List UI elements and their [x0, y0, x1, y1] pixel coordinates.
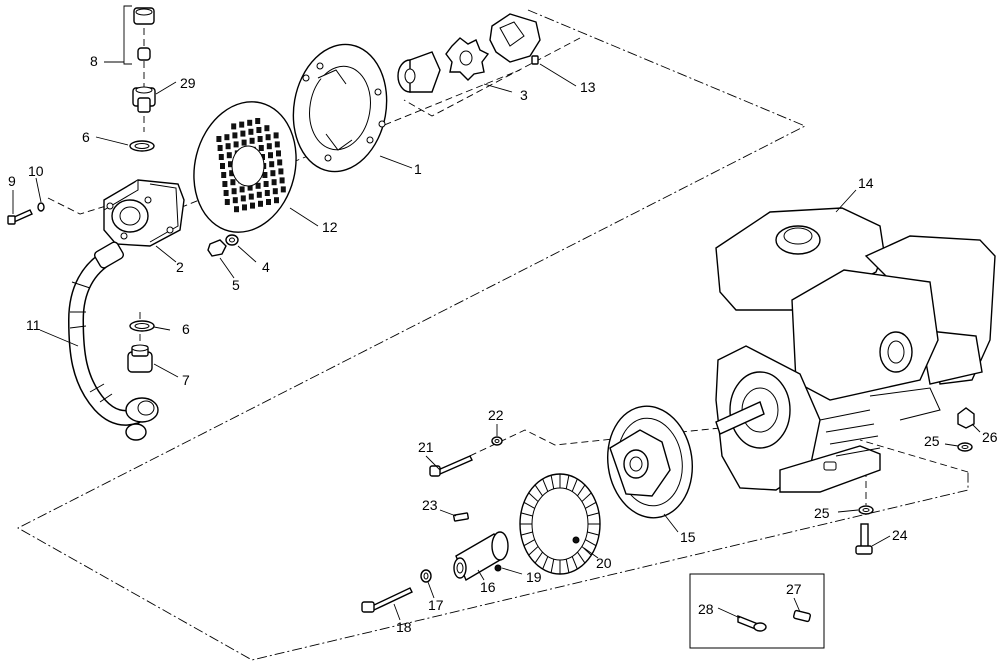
callout-7: 7	[182, 372, 190, 388]
callout-25-upper: 25	[924, 433, 940, 449]
callout-14: 14	[858, 175, 874, 191]
callout-5: 5	[232, 277, 240, 293]
callout-18: 18	[396, 619, 412, 635]
callout-17: 17	[428, 597, 444, 613]
callout-20: 20	[596, 555, 612, 571]
bolt-9	[7, 209, 33, 225]
bolt-24	[855, 523, 873, 555]
callout-27: 27	[786, 581, 802, 597]
setscrew-19	[494, 564, 502, 572]
leader-lines	[12, 61, 981, 621]
callout-labels: 1 2 3 4 5 6 6 7 8 9 10 11 12 13 14 15 16…	[8, 53, 998, 635]
washer-10	[37, 202, 45, 212]
callout-24: 24	[892, 527, 908, 543]
callout-10: 10	[28, 163, 44, 179]
callout-11: 11	[26, 317, 41, 333]
callout-6-top: 6	[82, 129, 90, 145]
callout-12: 12	[322, 219, 338, 235]
blower-fan-20	[519, 473, 601, 575]
key-23	[453, 512, 469, 522]
engine-group-line	[859, 439, 969, 473]
callout-19: 19	[526, 569, 542, 585]
callout-2: 2	[176, 259, 184, 275]
callout-13: 13	[580, 79, 596, 95]
callout-9: 9	[8, 173, 16, 189]
fitting-7	[127, 344, 153, 373]
bolt-18	[361, 587, 413, 613]
callout-6-bottom: 6	[182, 321, 190, 337]
kit-bracket-line-3	[403, 37, 581, 117]
hose-11	[67, 241, 159, 441]
callout-23: 23	[422, 497, 438, 513]
callout-22: 22	[488, 407, 504, 423]
flange-1	[292, 43, 388, 173]
callout-1: 1	[414, 161, 422, 177]
coupling-kit-3	[397, 13, 541, 93]
nut-5	[207, 239, 227, 257]
callout-26: 26	[982, 429, 998, 445]
fan-housing-15	[606, 405, 694, 519]
nut-26	[957, 407, 975, 429]
callout-15: 15	[680, 529, 696, 545]
callout-28: 28	[698, 601, 714, 617]
callout-21: 21	[418, 439, 434, 455]
assembly-boundary	[17, 9, 969, 661]
pump-axis-line	[47, 197, 107, 215]
callout-29: 29	[180, 75, 196, 91]
hub-16	[453, 531, 509, 582]
callout-25-lower: 25	[814, 505, 830, 521]
kit-box-27-28	[689, 573, 825, 649]
fitting-group-8	[123, 5, 156, 113]
callout-4: 4	[262, 259, 270, 275]
callout-16: 16	[480, 579, 496, 595]
bolt-21	[429, 455, 473, 477]
callout-3: 3	[520, 87, 528, 103]
adapter-plate-12	[193, 101, 297, 233]
engine-14	[715, 207, 996, 493]
callout-8: 8	[90, 53, 98, 69]
hydraulic-pump-2	[103, 179, 185, 247]
